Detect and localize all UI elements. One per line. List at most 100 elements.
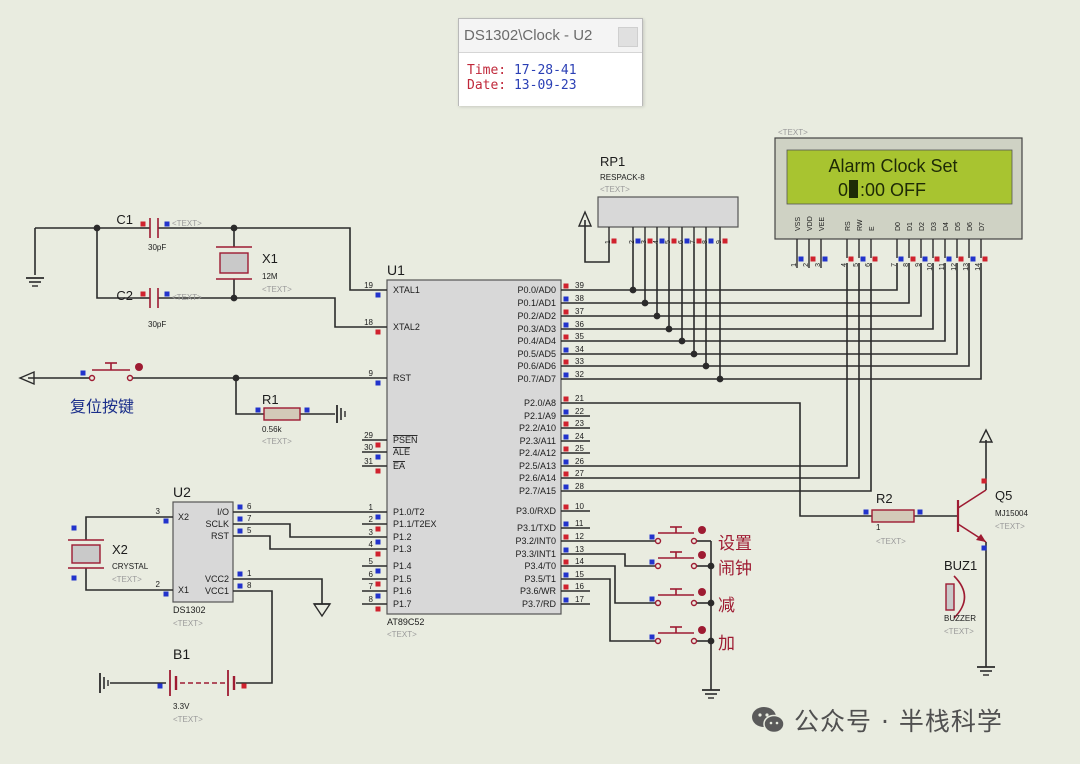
b1-battery bbox=[169, 670, 236, 696]
u1-pin-name: P2.5/A13 bbox=[519, 461, 556, 471]
x2-top-wire bbox=[85, 516, 150, 540]
p0-data-wire bbox=[590, 263, 970, 367]
pin-marker bbox=[563, 409, 569, 415]
u1-pin-number: 19 bbox=[364, 281, 373, 290]
pin-marker bbox=[304, 407, 310, 413]
p0-data-wire bbox=[590, 263, 946, 342]
lcd-pin-number: 11 bbox=[939, 263, 946, 270]
u1-pin-number: 25 bbox=[575, 444, 584, 453]
u1-pin-number: 4 bbox=[369, 540, 374, 549]
lcd-pin-number: 10 bbox=[927, 263, 934, 271]
u1-pin-number: 14 bbox=[575, 557, 584, 566]
u1-pin-number: 3 bbox=[369, 528, 374, 537]
junction-dot bbox=[690, 350, 698, 358]
pin-marker bbox=[563, 434, 569, 440]
u2-pin-number: 8 bbox=[247, 581, 252, 590]
u1-pin-number: 24 bbox=[575, 432, 584, 441]
u1-pin-name: RST bbox=[393, 373, 412, 383]
rp1-body bbox=[597, 196, 739, 228]
junction-dot bbox=[702, 362, 710, 370]
pin-marker bbox=[237, 583, 243, 589]
u1-pin-name: P0.1/AD1 bbox=[517, 298, 556, 308]
r1-ref: R1 bbox=[262, 392, 279, 407]
lcd-pin-name: D1 bbox=[907, 222, 914, 231]
ground-symbol bbox=[702, 689, 720, 699]
popup-title: DS1302\Clock - U2 bbox=[464, 27, 593, 44]
u1-pin-name: P0.5/AD5 bbox=[517, 349, 556, 359]
x2-value: CRYSTAL bbox=[112, 562, 149, 571]
pin-marker bbox=[375, 514, 381, 520]
lcd-pin-number: 7 bbox=[891, 263, 898, 267]
pin-marker bbox=[164, 221, 170, 227]
pin-marker bbox=[635, 238, 641, 244]
u2-pin-number: 3 bbox=[156, 507, 161, 516]
junction-dot bbox=[665, 325, 673, 333]
pin-marker bbox=[848, 256, 854, 262]
lcd-pin-number: 2 bbox=[803, 263, 810, 267]
lcd-pin-name: D3 bbox=[931, 222, 938, 231]
btn-knob bbox=[698, 588, 706, 596]
btn-contact bbox=[654, 562, 662, 570]
rp1-pin-number: 5 bbox=[665, 240, 672, 244]
r1-resistor bbox=[263, 407, 301, 421]
button-wire bbox=[590, 565, 655, 604]
pin-marker bbox=[563, 322, 569, 328]
c1-value: 30pF bbox=[148, 243, 166, 252]
lcd-pin-number: 5 bbox=[853, 263, 860, 267]
u1-pin-number: 6 bbox=[369, 570, 374, 579]
x2-ref: X2 bbox=[112, 542, 128, 557]
pin-marker bbox=[563, 547, 569, 553]
button-wire bbox=[590, 578, 655, 642]
pin-marker bbox=[163, 518, 169, 524]
button-label: 减 bbox=[718, 596, 735, 615]
u2-pin-number: 1 bbox=[247, 569, 252, 578]
btn-knob bbox=[698, 626, 706, 634]
u1-pin-number: 8 bbox=[369, 595, 374, 604]
pin-marker bbox=[157, 683, 163, 689]
pin-marker bbox=[649, 596, 655, 602]
q5-arrow bbox=[976, 534, 986, 542]
junction-dot bbox=[716, 375, 724, 383]
pin-marker bbox=[563, 504, 569, 510]
pin-marker bbox=[910, 256, 916, 262]
c1-ref: C1 bbox=[116, 212, 133, 227]
pin-marker bbox=[237, 571, 243, 577]
date-row: Date: 13-09-23 bbox=[467, 78, 577, 93]
pin-marker bbox=[563, 597, 569, 603]
b1-ref: B1 bbox=[173, 646, 190, 662]
pin-marker bbox=[375, 442, 381, 448]
pin-marker bbox=[898, 256, 904, 262]
u1-pin-name: P3.5/T1 bbox=[524, 574, 556, 584]
pin-marker bbox=[563, 484, 569, 490]
pin-marker bbox=[722, 238, 728, 244]
text-placeholder-tag: <TEXT> bbox=[600, 185, 630, 194]
u1-pin-number: 38 bbox=[575, 294, 584, 303]
x1-ref: X1 bbox=[262, 251, 278, 266]
c2-left-wire bbox=[96, 228, 140, 299]
pin-marker bbox=[684, 238, 690, 244]
u1-pin-name: P0.6/AD6 bbox=[517, 361, 556, 371]
u1-pin-name: P0.7/AD7 bbox=[517, 374, 556, 384]
pin-marker bbox=[860, 256, 866, 262]
pin-marker bbox=[934, 256, 940, 262]
time-label: Time: bbox=[467, 63, 507, 78]
ds1302-clock-popup[interactable]: DS1302\Clock - U2 Time: 17-28-41 Date: 1… bbox=[458, 18, 643, 106]
junction-dot bbox=[678, 337, 686, 345]
pin-marker bbox=[696, 238, 702, 244]
button-label: 闹钟 bbox=[718, 559, 752, 578]
u2-pin-name: X2 bbox=[178, 512, 189, 522]
u1-pin-number: 34 bbox=[575, 345, 584, 354]
junction-dot bbox=[230, 224, 238, 232]
u1-pin-number: 18 bbox=[364, 318, 373, 327]
popup-body: Time: 17-28-41 Date: 13-09-23 bbox=[459, 52, 642, 106]
popup-close-button[interactable] bbox=[618, 27, 638, 47]
u1-pin-number: 17 bbox=[575, 595, 584, 604]
pin-marker bbox=[71, 575, 77, 581]
date-label: Date: bbox=[467, 78, 507, 93]
u2-ref: U2 bbox=[173, 484, 191, 500]
u2-pin-name: X1 bbox=[178, 585, 189, 595]
btn-knob bbox=[698, 526, 706, 534]
pin-marker bbox=[563, 296, 569, 302]
u1-pin-name: P2.0/A8 bbox=[524, 398, 556, 408]
pin-marker bbox=[375, 568, 381, 574]
